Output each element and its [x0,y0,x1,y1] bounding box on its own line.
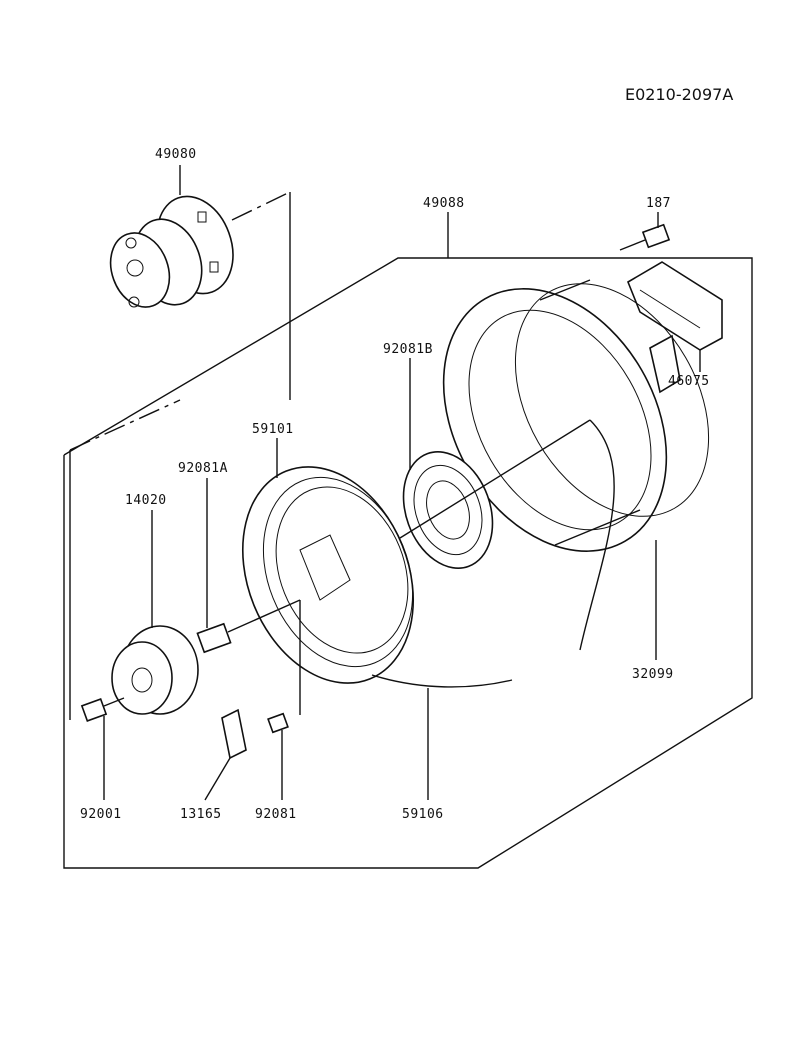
label-14020: 14020 [125,493,167,508]
label-49088: 49088 [423,196,465,211]
recoil-housing [442,279,710,552]
label-92081B: 92081B [383,342,433,357]
label-13165: 13165 [180,807,222,822]
label-92081: 92081 [255,807,297,822]
reel-59101 [241,466,415,684]
pawl-13165 [221,708,247,760]
label-59106: 59106 [402,807,444,822]
spiral-spring-92081B [399,419,591,569]
spring-92081A [196,599,301,654]
leader-13165 [204,757,231,801]
label-32099: 32099 [632,667,674,682]
assembly-frame [63,257,753,869]
label-59101: 59101 [252,422,294,437]
label-92081A: 92081A [178,461,228,476]
label-49080: 49080 [155,147,197,162]
spring-92081 [267,712,289,734]
collar-14020 [111,625,199,715]
drawing-reference: E0210-2097A [625,85,733,104]
handle-46075 [627,261,723,394]
label-92001: 92001 [80,807,122,822]
rope-59106 [371,419,615,688]
assembly-axis [69,399,181,451]
bolt-187 [619,223,671,251]
label-187: 187 [646,196,671,211]
label-46075: 46075 [668,374,710,389]
bolt-92001 [80,697,125,722]
starter-cup-49080 [109,191,291,400]
